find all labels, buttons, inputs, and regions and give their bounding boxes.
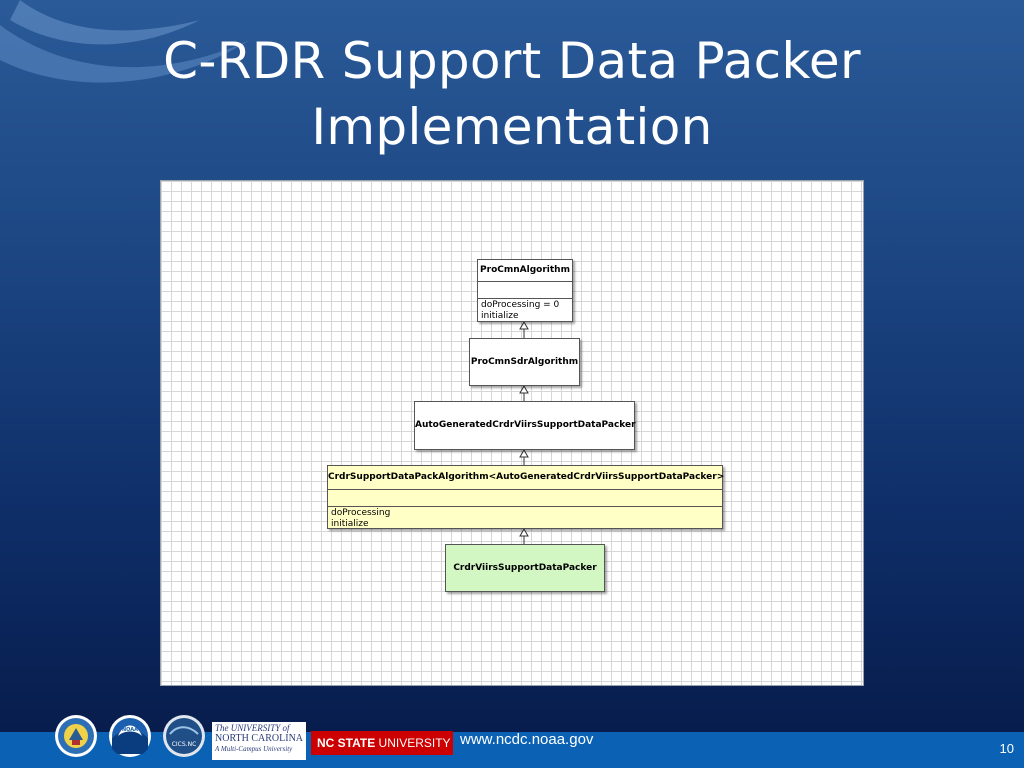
uml-class-name: CrdrViirsSupportDataPacker bbox=[453, 563, 597, 573]
generalization-connectors bbox=[519, 320, 529, 544]
decorative-swoosh bbox=[0, 0, 250, 83]
unc-logo: The UNIVERSITY of NORTH CAROLINA A Multi… bbox=[212, 722, 306, 760]
uml-class-crdrviirssupportdatapacker[interactable]: CrdrViirsSupportDataPacker bbox=[445, 544, 605, 592]
inheritance-arrowhead bbox=[519, 448, 529, 458]
ncsu-logo-bold: NC STATE bbox=[317, 736, 376, 750]
inheritance-arrowhead bbox=[519, 527, 529, 537]
slide-title-line-2: Implementation bbox=[311, 98, 713, 156]
unc-logo-line-2: NORTH CAROLINA bbox=[215, 733, 304, 744]
unc-logo-line-1: The UNIVERSITY of bbox=[215, 723, 290, 733]
uml-operation: initialize bbox=[481, 311, 519, 321]
ncsu-logo-rest: UNIVERSITY bbox=[375, 736, 451, 750]
noaa-logo-label: NOAA bbox=[122, 727, 138, 733]
uml-class-name: CrdrSupportDataPackAlgorithm<AutoGenerat… bbox=[328, 472, 725, 482]
uml-class-crdrsupportdatapackalgorithm[interactable]: CrdrSupportDataPackAlgorithm<AutoGenerat… bbox=[327, 465, 725, 529]
uml-diagram-canvas: ProCmnAlgorithm doProcessing = 0 initial… bbox=[160, 180, 864, 686]
slide-title: C-RDR Support Data Packer Implementation bbox=[0, 28, 1024, 160]
uml-operation: doProcessing bbox=[331, 508, 391, 518]
noaa-logo-icon: NOAA bbox=[109, 715, 151, 757]
uml-operation: doProcessing = 0 bbox=[481, 300, 560, 310]
uml-class-name: ProCmnAlgorithm bbox=[480, 265, 570, 275]
uml-class-autogeneratedcrdrviirssupportdatapacker[interactable]: AutoGeneratedCrdrViirsSupportDataPacker bbox=[414, 401, 636, 450]
uml-class-name: AutoGeneratedCrdrViirsSupportDataPacker bbox=[415, 420, 636, 430]
page-number: 10 bbox=[999, 741, 1014, 756]
inheritance-arrowhead bbox=[519, 384, 529, 394]
ncsu-logo: NC STATE UNIVERSITY bbox=[311, 731, 453, 755]
uml-class-name: ProCmnSdrAlgorithm bbox=[470, 357, 579, 367]
footer-url-link[interactable]: www.ncdc.noaa.gov bbox=[460, 731, 594, 748]
uml-class-procmnsdralgorithm[interactable]: ProCmnSdrAlgorithm bbox=[469, 338, 580, 386]
uml-class-procmnalgorithm[interactable]: ProCmnAlgorithm doProcessing = 0 initial… bbox=[477, 259, 573, 322]
cics-nc-logo-icon: CICS.NC bbox=[163, 715, 205, 757]
unc-logo-line-3: A Multi-Campus University bbox=[215, 745, 293, 753]
slide-title-line-1: C-RDR Support Data Packer bbox=[163, 32, 861, 90]
inheritance-arrowhead bbox=[519, 320, 529, 330]
cics-nc-logo-label: CICS.NC bbox=[172, 741, 197, 748]
department-of-commerce-seal-icon bbox=[55, 715, 97, 757]
uml-operation: initialize bbox=[331, 519, 369, 529]
